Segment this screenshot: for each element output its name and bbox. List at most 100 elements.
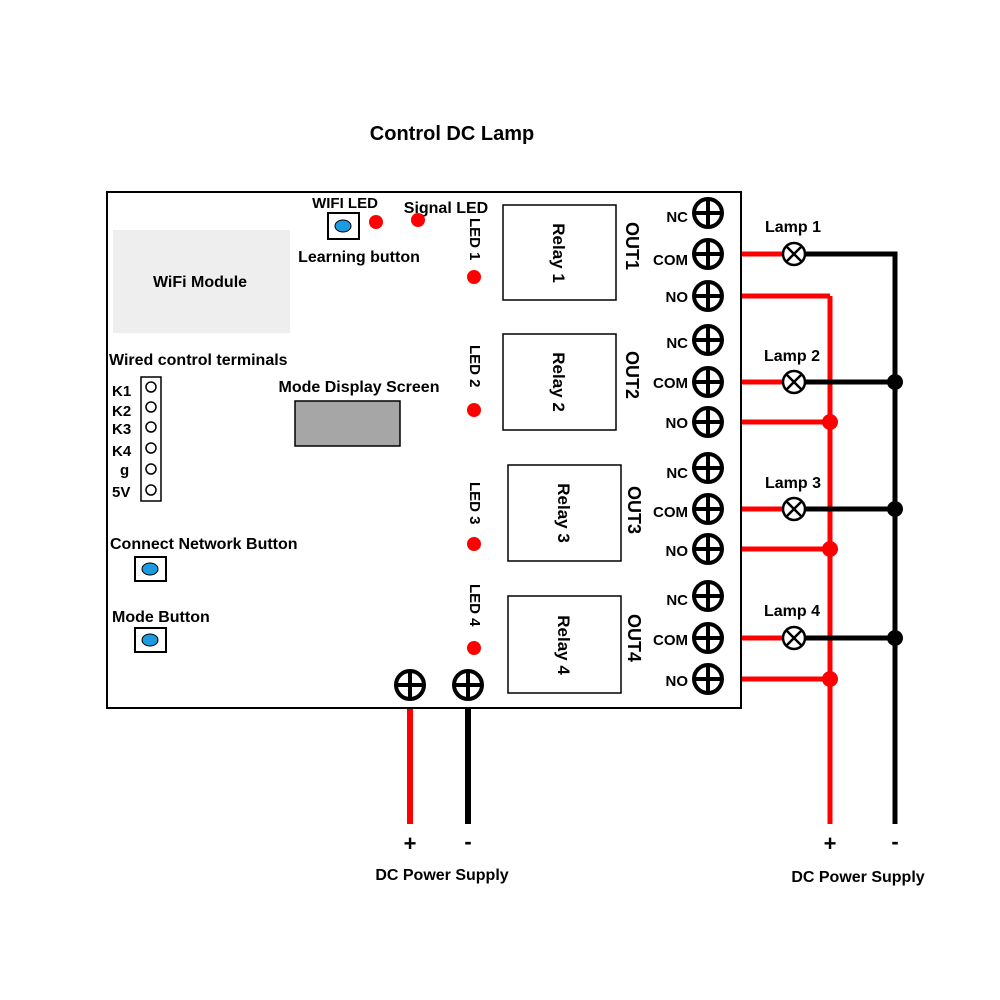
wired-terminals-label: Wired control terminals bbox=[109, 352, 288, 369]
no-label: NO bbox=[666, 289, 689, 306]
nc-label: NC bbox=[666, 465, 688, 482]
right-plus-sign: + bbox=[824, 831, 837, 856]
mode-button[interactable] bbox=[134, 627, 167, 653]
terminal-label: K3 bbox=[112, 421, 131, 438]
screw-terminal-icon bbox=[692, 622, 724, 654]
relay-1 bbox=[502, 204, 617, 301]
terminal-label: 5V bbox=[112, 484, 130, 501]
lamp-label: Lamp 4 bbox=[764, 603, 820, 620]
screw-terminal-icon bbox=[692, 493, 724, 525]
lamp-label: Lamp 1 bbox=[765, 219, 821, 236]
screw-terminal-icon bbox=[692, 580, 724, 612]
screw-terminal-icon bbox=[692, 406, 724, 438]
lamp-icon bbox=[781, 625, 807, 651]
lamp-label: Lamp 3 bbox=[765, 475, 821, 492]
terminal-hole[interactable] bbox=[145, 381, 157, 393]
screw-terminal-icon bbox=[692, 324, 724, 356]
connect-network-label: Connect Network Button bbox=[110, 536, 298, 553]
lamp-icon bbox=[781, 496, 807, 522]
terminal-label: K4 bbox=[112, 443, 132, 460]
wifi-led bbox=[369, 215, 383, 229]
out-label: OUT4 bbox=[624, 614, 644, 662]
learning-button-cap[interactable] bbox=[334, 219, 352, 233]
terminal-hole[interactable] bbox=[145, 463, 157, 475]
left-plus-sign: + bbox=[404, 831, 417, 856]
led-label: LED 1 bbox=[466, 218, 483, 261]
screw-terminal-icon bbox=[692, 663, 724, 695]
junction-dot bbox=[887, 374, 903, 390]
led-4 bbox=[467, 641, 481, 655]
out-label: OUT3 bbox=[624, 486, 644, 534]
led-3 bbox=[467, 537, 481, 551]
relay-4 bbox=[507, 595, 622, 694]
lamp-icon bbox=[781, 241, 807, 267]
relay-label: Relay 3 bbox=[554, 483, 573, 543]
terminal-hole[interactable] bbox=[145, 401, 157, 413]
terminal-hole[interactable] bbox=[145, 484, 157, 496]
screw-terminal-icon bbox=[692, 280, 724, 312]
signal-led bbox=[411, 213, 425, 227]
terminal-label: K2 bbox=[112, 403, 131, 420]
connect-network-button-cap[interactable] bbox=[141, 562, 159, 576]
junction-dot bbox=[887, 501, 903, 517]
terminal-hole[interactable] bbox=[145, 442, 157, 454]
nc-label: NC bbox=[666, 335, 688, 352]
terminal-label: K1 bbox=[112, 383, 131, 400]
screw-terminal-icon bbox=[692, 533, 724, 565]
led-2 bbox=[467, 403, 481, 417]
relay-label: Relay 4 bbox=[554, 615, 573, 675]
lamps: Lamp 1 Lamp 2 Lamp 3 Lamp 4 bbox=[764, 219, 821, 651]
wifi-module bbox=[113, 230, 290, 333]
terminal-list: K1 K2 K3 K4 g 5V bbox=[112, 381, 157, 501]
relay-label: Relay 2 bbox=[549, 352, 568, 412]
left-minus-sign: - bbox=[464, 829, 471, 854]
led-1 bbox=[467, 270, 481, 284]
com-label: COM bbox=[653, 252, 688, 269]
junction-dot bbox=[822, 671, 838, 687]
screw-terminal-icon bbox=[692, 452, 724, 484]
mode-button-cap[interactable] bbox=[141, 633, 159, 647]
com-label: COM bbox=[653, 632, 688, 649]
screw-terminal-icon bbox=[692, 366, 724, 398]
mode-button-label: Mode Button bbox=[112, 609, 210, 626]
terminal-label: g bbox=[120, 462, 129, 479]
out-label: OUT2 bbox=[622, 351, 642, 399]
screw-terminal-icon bbox=[692, 197, 724, 229]
lamp-icon bbox=[781, 369, 807, 395]
diagram-title: Control DC Lamp bbox=[370, 123, 534, 145]
nc-label: NC bbox=[666, 592, 688, 609]
relay-3 bbox=[507, 464, 622, 562]
relay-label: Relay 1 bbox=[549, 223, 568, 283]
wifi-led-label: WIFI LED bbox=[312, 195, 378, 212]
power-minus-terminal-icon bbox=[452, 669, 484, 701]
lamp-label: Lamp 2 bbox=[764, 348, 820, 365]
right-power-supply-label: DC Power Supply bbox=[791, 869, 924, 886]
com-label: COM bbox=[653, 375, 688, 392]
right-minus-sign: - bbox=[891, 829, 898, 854]
no-label: NO bbox=[666, 543, 689, 560]
mode-display-screen bbox=[294, 400, 401, 447]
mode-display-label: Mode Display Screen bbox=[279, 379, 440, 396]
no-label: NO bbox=[666, 415, 689, 432]
power-plus-terminal-icon bbox=[394, 669, 426, 701]
relay-2 bbox=[502, 333, 617, 431]
left-power-supply-label: DC Power Supply bbox=[375, 867, 508, 884]
junction-dot bbox=[822, 414, 838, 430]
wifi-module-label: WiFi Module bbox=[153, 274, 247, 291]
led-label: LED 2 bbox=[466, 345, 483, 388]
led-label: LED 4 bbox=[466, 584, 483, 627]
out-label: OUT1 bbox=[622, 222, 642, 270]
screw-terminal-icon bbox=[692, 238, 724, 270]
junction-dot bbox=[887, 630, 903, 646]
com-label: COM bbox=[653, 504, 688, 521]
junction-dot bbox=[822, 541, 838, 557]
signal-led-label: Signal LED bbox=[404, 200, 488, 217]
led-label: LED 3 bbox=[466, 482, 483, 525]
terminal-hole[interactable] bbox=[145, 421, 157, 433]
learning-button-label: Learning button bbox=[298, 249, 420, 266]
contact-labels: NC COM NO NC COM NO NC COM NO NC COM NO bbox=[653, 209, 688, 690]
nc-label: NC bbox=[666, 209, 688, 226]
terminal-strip bbox=[140, 376, 162, 502]
no-label: NO bbox=[666, 673, 689, 690]
